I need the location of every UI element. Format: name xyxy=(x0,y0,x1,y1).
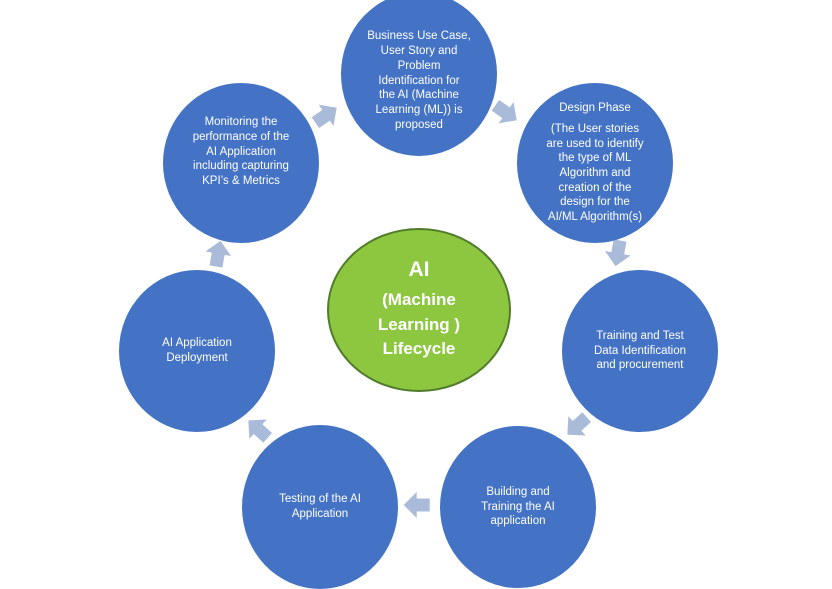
stage-text-line: performance of the xyxy=(192,130,290,143)
stage-text-line: User Story and xyxy=(380,45,458,58)
stage-business-use-case: Business Use Case, User Story and Proble… xyxy=(341,0,497,156)
stage-text-line: Training and Test xyxy=(596,329,684,342)
stage-text-line: AI/ML Algorithm(s) xyxy=(547,211,643,224)
stage-design-phase: Design Phase (The User stories are used … xyxy=(517,83,673,243)
stage-text-line: including capturing xyxy=(193,160,289,173)
stage-text-line: (The User stories xyxy=(550,122,640,135)
arrow-design-to-data xyxy=(604,239,631,267)
stage-text-line: creation of the xyxy=(558,181,632,194)
arrow-data-to-build xyxy=(567,412,592,436)
stage-data-identification: Training and Test Data Identification an… xyxy=(562,270,718,432)
stage-text-line: Deployment xyxy=(166,352,228,364)
arrow-build-to-testing xyxy=(403,492,430,518)
arrow-testing-to-deployment xyxy=(248,419,273,443)
stage-deployment: AI Application Deployment xyxy=(119,270,275,432)
stage-building-training: Building and Training the AI application xyxy=(440,426,596,588)
stage-text-line: Learning (ML)) is xyxy=(375,104,463,117)
stage-text-line: KPI’s & Metrics xyxy=(202,175,280,188)
stage-text-line: the AI (Machine xyxy=(379,89,459,102)
stage-text-line: AI Application xyxy=(162,337,232,350)
stage-text-line: Application xyxy=(291,508,349,520)
center-circle: AI (Machine Learning ) Lifecycle xyxy=(327,228,511,392)
stage-text-line: Monitoring the xyxy=(204,116,278,129)
stage-text-line: and procurement xyxy=(596,359,684,372)
stage-text-line: Building and xyxy=(486,485,550,498)
stage-text-line: the type of ML xyxy=(558,152,632,165)
arrow-monitoring-to-use-case xyxy=(311,104,337,129)
arrow-deployment-to-monitoring xyxy=(205,240,232,268)
center-line: (Machine xyxy=(382,290,456,310)
stage-text-line: Business Use Case, xyxy=(367,30,471,43)
arrow-use-case-to-design xyxy=(491,99,517,124)
stage-text-line: design for the xyxy=(560,196,630,209)
stage-monitoring: Monitoring the performance of the AI App… xyxy=(163,83,319,243)
stage-text-line: AI Application xyxy=(206,145,276,158)
stage-text-line: are used to identify xyxy=(546,137,644,150)
stage-text-line: Data Identification xyxy=(593,344,687,357)
stage-text-line: Problem xyxy=(397,59,441,72)
stage-text-line: Algorithm and xyxy=(559,167,631,179)
stage-text-line: application xyxy=(490,515,546,528)
stage-testing: Testing of the AI Application xyxy=(242,425,398,589)
center-title: AI xyxy=(408,258,430,282)
stage-text-line: Testing of the AI xyxy=(279,493,361,506)
stage-text-line: proposed xyxy=(395,118,443,131)
center-line: Learning ) xyxy=(377,314,461,334)
stage-heading: Design Phase xyxy=(559,102,631,115)
stage-text-line: Identification for xyxy=(378,74,460,87)
stage-text-line: Training the AI xyxy=(481,500,555,513)
center-line: Lifecycle xyxy=(382,339,456,359)
